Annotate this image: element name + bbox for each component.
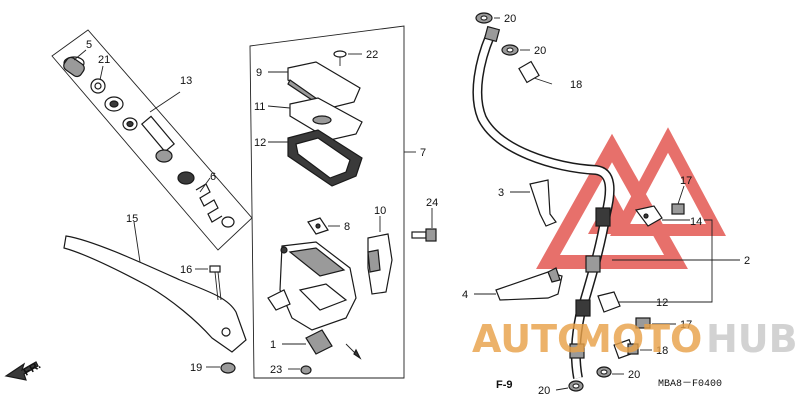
label-6: 6: [210, 171, 216, 183]
label-18-top: 18: [570, 79, 582, 91]
washer-20-bottom: [568, 380, 584, 392]
master-cylinder-body: [267, 241, 357, 331]
diaphragm-12: [287, 129, 363, 187]
label-9: 9: [256, 67, 262, 79]
holder-10: [367, 233, 393, 295]
watermark-text: AUTO MOTO HUB: [472, 317, 798, 361]
front-direction-arrow: [4, 361, 39, 381]
label-2: 2: [744, 255, 750, 267]
diagram-code: MBA8－F0400: [658, 379, 722, 390]
watermark-text-auto: AUTO: [472, 317, 589, 361]
bolt-17-upper: [671, 203, 685, 215]
watermark-text-hub: HUB: [706, 317, 798, 361]
watermark: [536, 127, 726, 269]
front-marker: FR.: [22, 359, 43, 378]
label-20-d: 20: [538, 385, 550, 397]
label-19: 19: [190, 362, 202, 374]
bolt-24: [411, 228, 437, 242]
screw-23: [300, 365, 312, 375]
label-18-lower: 18: [656, 345, 668, 357]
bolt-16: [209, 265, 222, 301]
watermark-triangle-small: [610, 127, 726, 236]
clamp-12-lower: [597, 291, 621, 313]
watermark-triangle-large: [536, 133, 688, 269]
label-15: 15: [126, 213, 138, 225]
label-20-b: 20: [534, 45, 546, 57]
label-14: 14: [690, 216, 702, 228]
brake-lever: [63, 235, 247, 353]
label-22: 22: [366, 49, 378, 61]
label-1: 1: [270, 339, 276, 351]
switch-1: [305, 329, 333, 355]
label-17-upper: 17: [680, 175, 692, 187]
clip-8: [307, 217, 329, 235]
label-12-left: 12: [254, 137, 266, 149]
washer-20-lower-right: [596, 366, 612, 378]
section-reference: F-9: [496, 379, 513, 391]
label-24: 24: [426, 197, 438, 209]
bracket-4: [495, 267, 563, 301]
label-5-top: 5: [86, 39, 92, 51]
master-cylinder-outline: [249, 25, 405, 379]
label-16: 16: [180, 264, 192, 276]
clamp-14-upper: [634, 205, 663, 227]
brake-hose: [472, 25, 615, 379]
label-11: 11: [254, 101, 265, 113]
label-3: 3: [498, 187, 504, 199]
label-23: 23: [270, 364, 282, 376]
watermark-text-moto: MOTO: [574, 317, 702, 361]
label-8: 8: [344, 221, 350, 233]
label-20-a: 20: [504, 13, 516, 25]
plate-11: [289, 97, 363, 141]
label-17-lower: 17: [680, 319, 692, 331]
label-4: 4: [462, 289, 468, 301]
bolt-17-lower: [635, 317, 651, 329]
piston-parts: [63, 56, 235, 228]
label-13: 13: [180, 75, 192, 87]
nut-19: [220, 362, 236, 374]
washer-20-top: [475, 12, 493, 24]
bracket-3: [529, 179, 557, 227]
label-7: 7: [420, 147, 426, 159]
bolt-18-lower: [613, 338, 639, 360]
label-21: 21: [98, 54, 110, 66]
washer-20-mid: [501, 44, 519, 56]
screw-22: [333, 50, 347, 66]
label-10: 10: [374, 205, 386, 217]
bolt-18-top: [518, 60, 553, 85]
label-12-right: 12: [656, 297, 668, 309]
label-20-c: 20: [628, 369, 640, 381]
